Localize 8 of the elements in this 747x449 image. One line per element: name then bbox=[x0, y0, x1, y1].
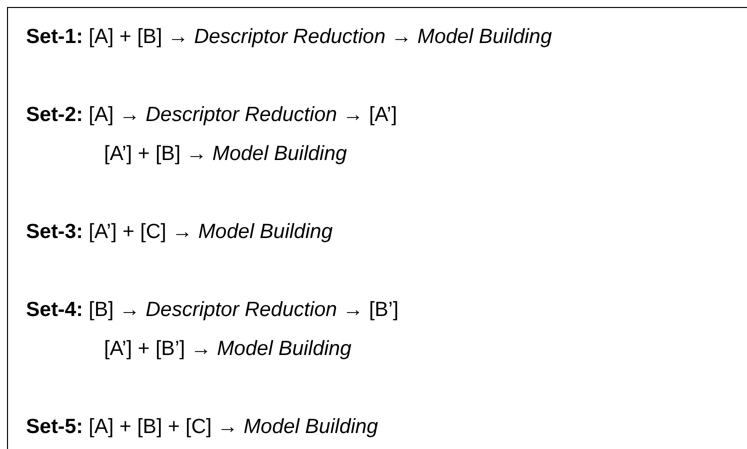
text-box bbox=[7, 7, 747, 449]
formula-line: Set-4: [B] → Descriptor Reduction → [B’] bbox=[26, 297, 399, 323]
formula-line: Set-1: [A] + [B] → Descriptor Reduction → Model Building bbox=[26, 24, 552, 50]
formula-line: [A’] + [B] → Model Building bbox=[104, 141, 347, 167]
formula-line: Set-2: [A] → Descriptor Reduction → [A’] bbox=[26, 102, 398, 128]
formula-line: [A’] + [B’] → Model Building bbox=[104, 336, 352, 362]
formula-line: Set-3: [A’] + [C] → Model Building bbox=[26, 219, 333, 245]
formula-line: Set-5: [A] + [B] + [C] → Model Building bbox=[26, 414, 378, 440]
